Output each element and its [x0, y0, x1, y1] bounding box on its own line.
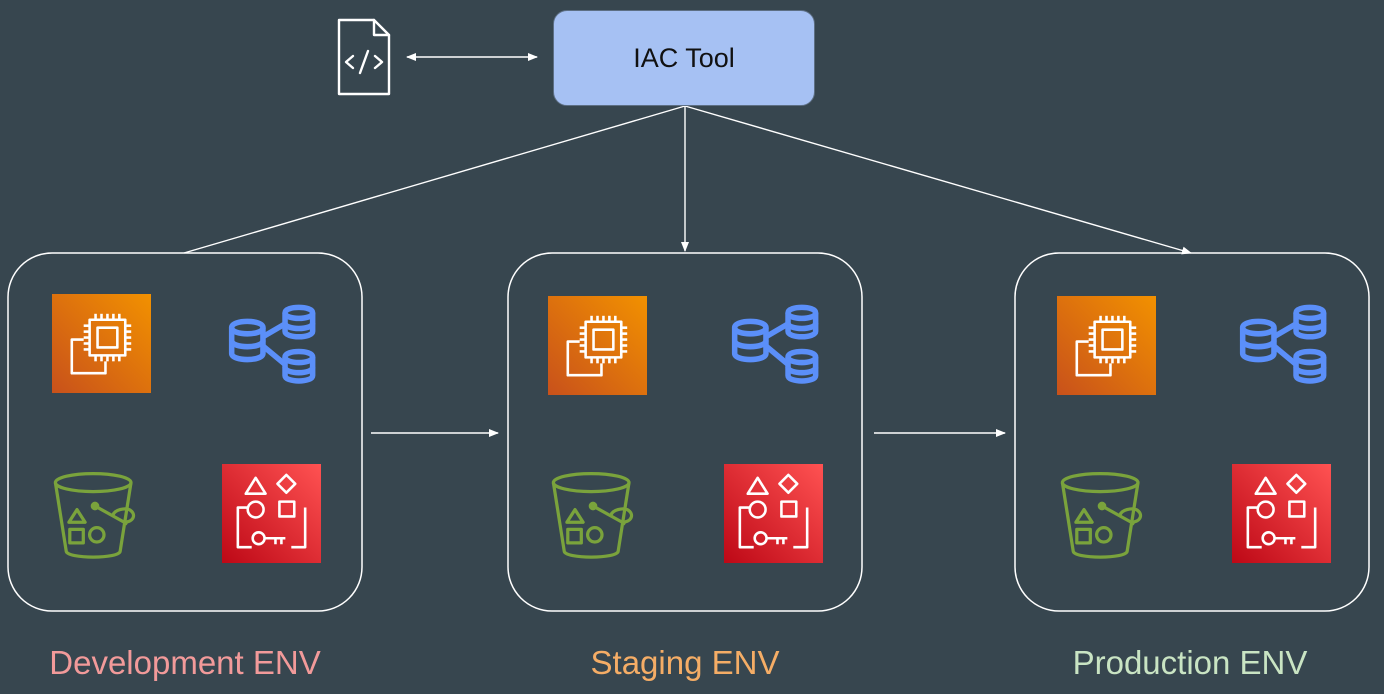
code-file-icon	[337, 18, 391, 96]
iac-tool-label: IAC Tool	[633, 42, 735, 73]
s3-bucket-icon	[551, 471, 634, 559]
development-env-label: Development ENV	[49, 644, 321, 681]
ec2-compute-icon	[1057, 296, 1156, 395]
database-cluster-icon	[735, 307, 816, 381]
s3-bucket-icon	[1060, 471, 1143, 559]
s3-bucket-icon	[53, 471, 136, 559]
staging-env-box	[507, 252, 863, 612]
production-env-label: Production ENV	[1072, 644, 1308, 681]
iac-tool-box: IAC Tool	[553, 10, 815, 106]
iac-to-production-connector	[684, 105, 1192, 255]
ec2-compute-icon	[52, 294, 151, 393]
secrets-manager-icon	[724, 464, 823, 563]
iac-to-development-connector	[183, 105, 686, 254]
secrets-manager-icon	[1232, 464, 1331, 563]
production-env-box	[1014, 252, 1370, 612]
ec2-compute-icon	[548, 296, 647, 395]
development-env-box	[7, 252, 363, 612]
database-cluster-icon	[1243, 307, 1324, 381]
staging-env-label: Staging ENV	[590, 644, 780, 681]
secrets-manager-icon	[222, 464, 321, 563]
database-cluster-icon	[232, 307, 313, 381]
